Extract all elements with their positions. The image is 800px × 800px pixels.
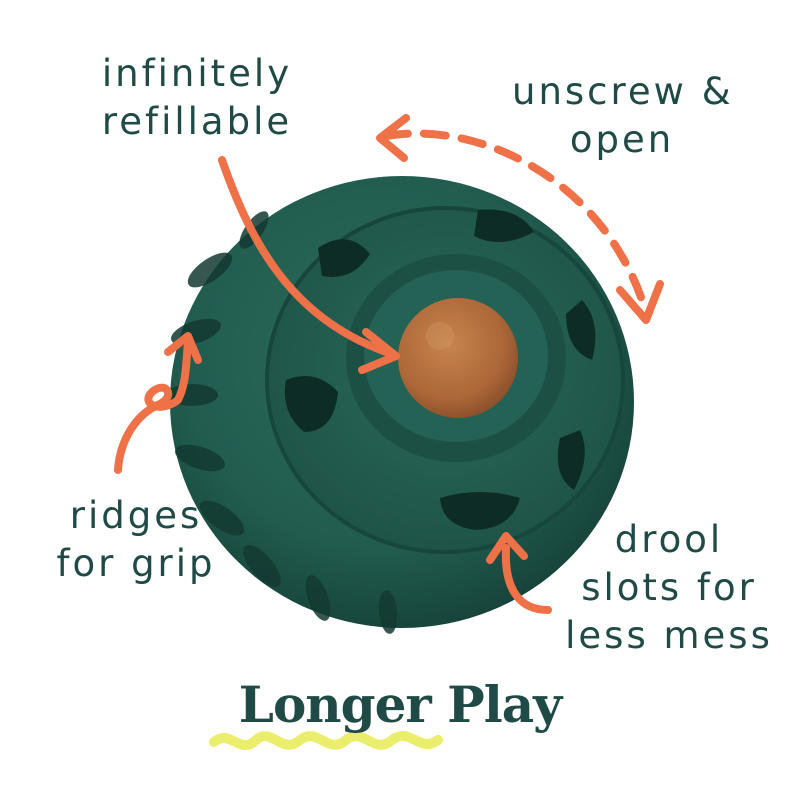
callout-drool-line: less mess <box>565 614 773 657</box>
callout-drool-line: drool <box>614 518 724 561</box>
headline-underline <box>209 731 443 751</box>
callout-refillable-line: infinitely <box>101 52 293 95</box>
headline: Longer Play <box>238 675 562 734</box>
callout-refillable-line: refillable <box>101 100 293 143</box>
ridges-arrow <box>114 338 192 474</box>
callout-ridges-line: for grip <box>56 542 216 585</box>
treat-icon <box>398 298 518 418</box>
callout-unscrew-line: open <box>569 118 675 161</box>
unscrew-arrow <box>382 129 646 304</box>
callout-ridges: ridges for grip <box>36 492 236 588</box>
callout-drool-line: slots for <box>581 566 757 609</box>
callout-unscrew-line: unscrew & <box>512 70 734 113</box>
callout-ridges-line: ridges <box>69 494 203 537</box>
callout-drool: drool slots for less mess <box>560 516 778 660</box>
refillable-arrow <box>218 156 396 358</box>
callout-unscrew: unscrew & open <box>512 68 732 164</box>
drool-arrow <box>501 544 552 614</box>
dog-ball-toy-icon <box>166 176 634 634</box>
callout-refillable: infinitely refillable <box>82 50 312 146</box>
